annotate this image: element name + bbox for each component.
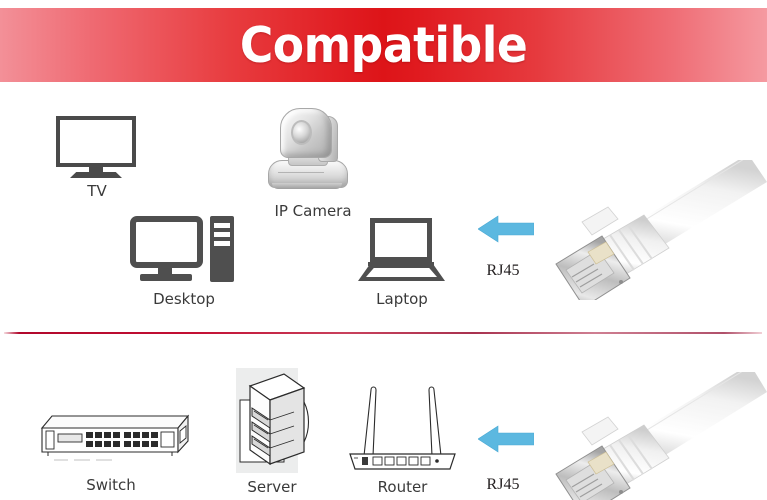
header-banner: Compatible [0,8,767,82]
laptop-keyboard [366,268,437,277]
device-server: Server [232,368,312,499]
device-label-server: Server [247,478,297,496]
device-label-tv: TV [87,182,107,200]
device-ip-camera: IP Camera [258,104,368,220]
tv-stand [70,172,122,178]
device-laptop: Laptop [356,212,448,308]
device-label-laptop: Laptop [376,290,428,308]
page-title: Compatible [239,16,528,74]
server-rack-icon [232,368,312,481]
device-label-router: Router [377,478,428,496]
connector-label-rj45: RJ45 [486,262,520,279]
tv-neck [89,167,103,173]
network-switch-icon [28,398,194,479]
desktop-tower-slot [214,241,230,246]
device-label-ip-camera: IP Camera [274,202,352,220]
device-switch: Switch [28,398,194,498]
laptop-screen [370,218,432,262]
desktop-monitor-base [140,274,192,281]
rj45-cable-icon [548,160,767,300]
camera-lens [291,120,312,145]
arrow-left-icon [478,214,534,244]
rj45-cable-icon [540,372,767,500]
camera-foot [272,183,342,189]
section-divider [4,332,762,334]
device-router: Router [340,368,465,499]
device-tv: TV [44,110,150,200]
desktop-monitor-neck [158,267,172,276]
device-desktop: Desktop [126,212,242,308]
camera-base-line [278,172,324,173]
tv-screen [56,116,136,167]
desktop-tower-slot [214,232,230,237]
connector-label-rj45: RJ45 [486,476,520,493]
arrow-left-icon [478,424,534,454]
wifi-router-icon [340,368,465,481]
desktop-monitor [130,216,203,268]
desktop-tower-slot [214,223,230,228]
device-label-switch: Switch [86,476,136,494]
device-label-desktop: Desktop [153,290,215,308]
laptop-hinge [368,262,434,266]
